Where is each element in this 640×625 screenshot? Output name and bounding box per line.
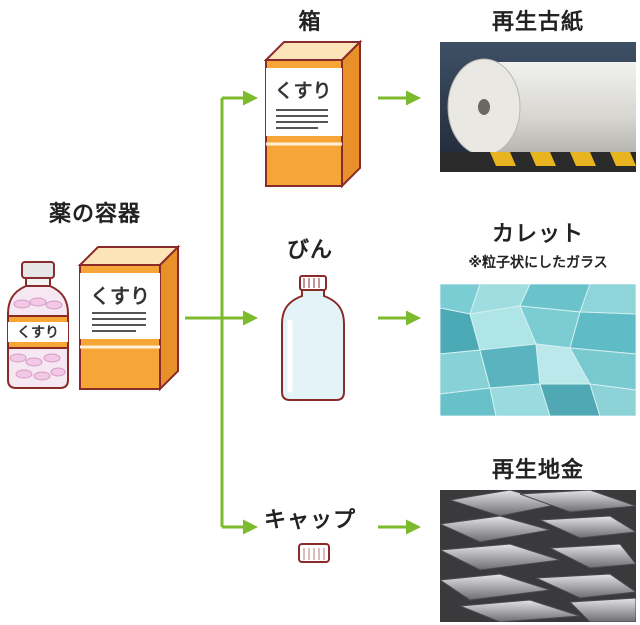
box-component-label-text: くすり [274,80,332,102]
box-label-text: くすり [90,284,150,308]
product-label-cullet: カレット [491,222,584,247]
product-label-paper: 再生古紙 [491,10,584,35]
cap-component-label: キャップ [263,508,356,533]
box-component-label: 箱 [298,10,322,35]
bottle-component-label: びん [286,238,333,263]
glass-cullet-photo [440,284,636,416]
source-label: 薬の容器 [48,202,141,227]
metal-ingot-photo [440,490,636,622]
product-note-cullet: ※粒子状にしたガラス [468,255,608,271]
cap-icon [298,543,330,563]
glass-bottle-icon [281,275,345,401]
paper-roll-photo [440,42,636,172]
product-label-ingot: 再生地金 [491,458,584,483]
bottle-label-text: くすり [17,325,59,341]
medicine-box-icon [77,244,181,392]
box-component-icon [263,39,363,189]
medicine-bottle-icon [7,261,69,389]
